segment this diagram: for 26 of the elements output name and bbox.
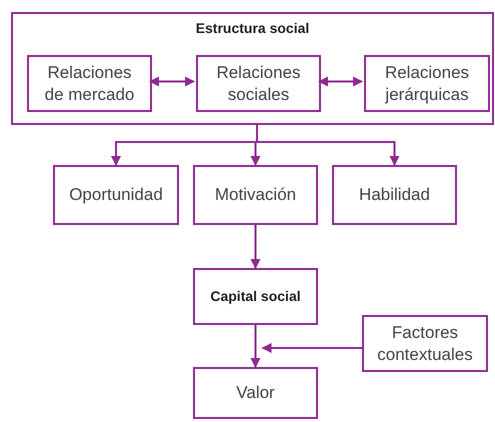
process-box (27, 55, 152, 112)
box-label: Relaciones jerárquicas (384, 62, 470, 105)
box-label: Relaciones de mercado (44, 62, 136, 105)
process-box (196, 55, 321, 112)
group-title: Estructura social (196, 20, 310, 38)
arrow (250, 225, 260, 269)
group-box (11, 12, 494, 125)
process-box (193, 165, 318, 225)
box-label: Valor (236, 382, 275, 404)
box-label: Motivación (214, 184, 296, 206)
box-label: Factores contextuales (376, 322, 474, 365)
process-box (364, 55, 490, 112)
process-box (53, 165, 179, 225)
process-box (193, 268, 318, 325)
arrow (149, 76, 195, 86)
process-box (362, 315, 488, 372)
arrow (262, 343, 362, 353)
box-label: Habilidad (359, 184, 430, 206)
arrow (318, 76, 363, 86)
box-label: Relaciones sociales (215, 62, 302, 105)
box-label: Oportunidad (69, 184, 163, 206)
process-box (332, 165, 457, 225)
arrow (250, 325, 260, 368)
box-label: Capital social (210, 288, 301, 306)
process-box (193, 367, 318, 419)
arrow (256, 125, 400, 166)
